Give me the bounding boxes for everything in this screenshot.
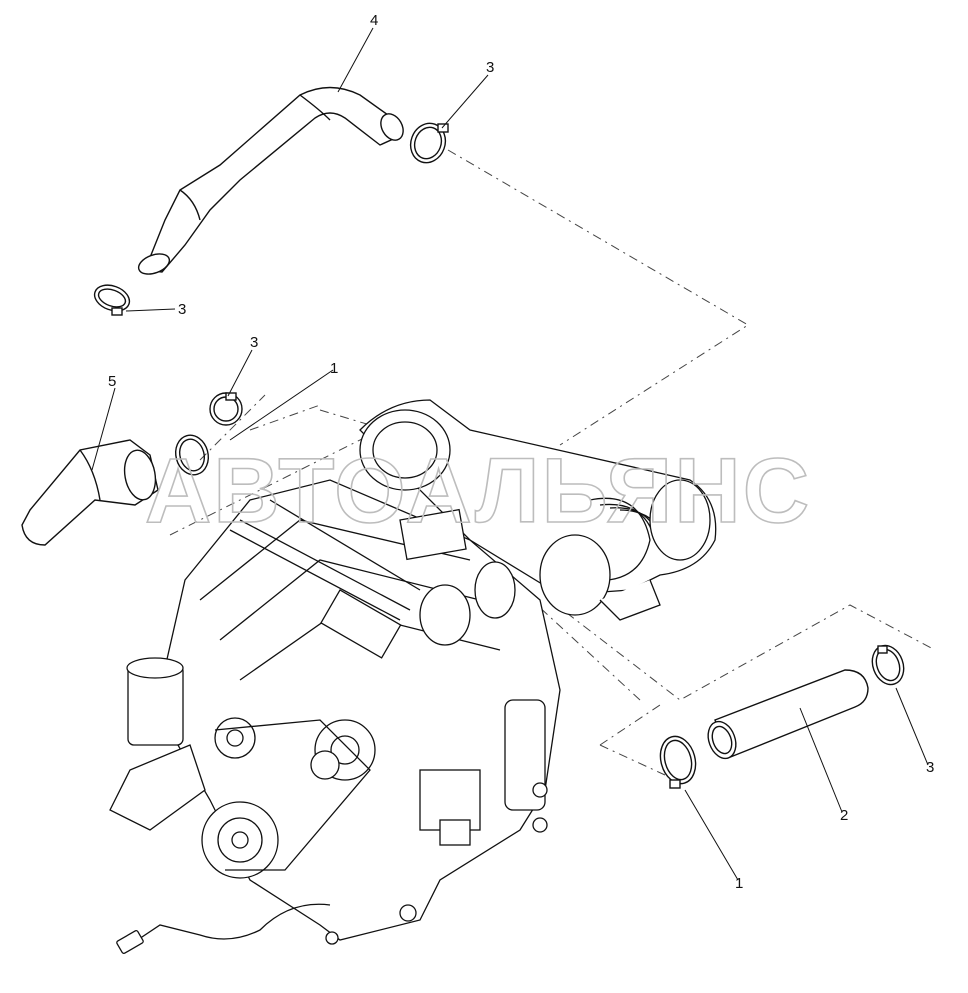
callout-hose-upper: 4 [370,12,378,29]
callout-clamp-lower-right: 3 [926,759,934,776]
intake-pipe [21,439,159,546]
callout-clamp-upper-right: 3 [486,59,494,76]
clamp-mid [175,392,243,476]
watermark: АВТОАЛЬЯНС [145,440,811,542]
callout-clamp-mid: 3 [250,334,258,351]
callout-intake-pipe: 5 [108,373,116,390]
clamp-upper-right [409,122,449,164]
callout-hose-mid: 1 [330,360,338,377]
callout-leaders [91,27,929,881]
engine-assembly [109,399,717,954]
pipe [707,669,869,760]
callout-clamp-upper-left: 3 [178,301,186,318]
clamp-lower-left [659,735,697,789]
clamp-lower-right [871,644,905,686]
callout-pipe: 2 [840,807,848,824]
callout-hose-lower: 1 [735,875,743,892]
clamp-upper-left [93,284,131,316]
upper-hose [137,86,404,275]
